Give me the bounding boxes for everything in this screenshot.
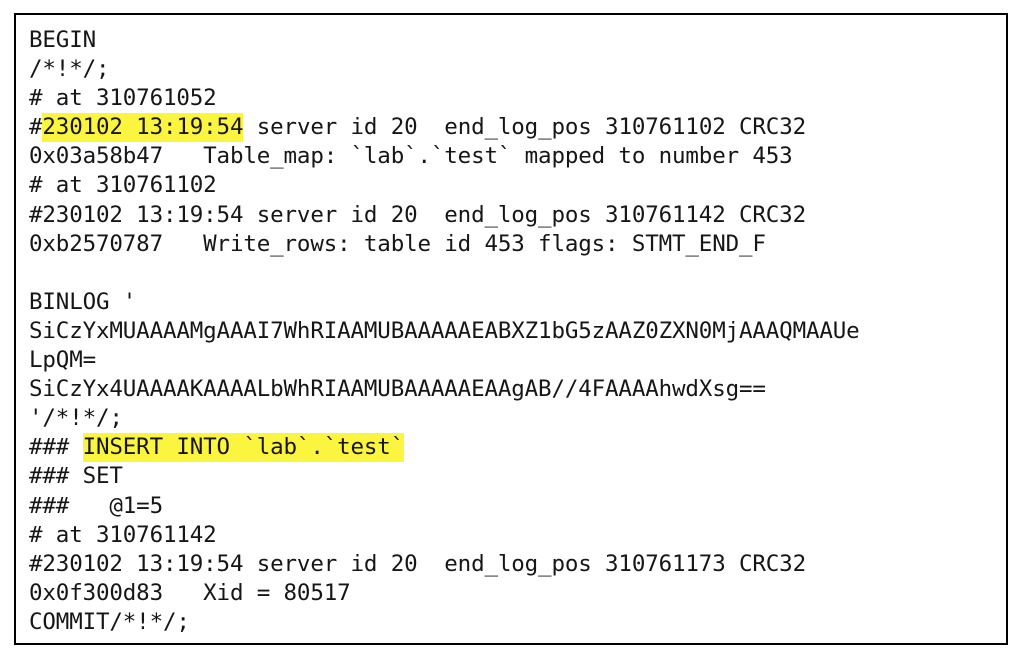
line-col-1-text: ### @1=5 <box>29 492 163 519</box>
line-delimiter-1-text: /*!*/; <box>29 56 110 83</box>
line-base64-3: SiCzYx4UAAAAKAAAALbWhRIAAMUBAAAAAEAAgAB/… <box>29 375 1004 404</box>
line-begin: BEGIN <box>29 26 1004 55</box>
binlog-text-body: BEGIN/*!*/;# at 310761052#230102 13:19:5… <box>29 26 1004 641</box>
binlog-output-frame: BEGIN/*!*/;# at 310761052#230102 13:19:5… <box>14 13 1008 645</box>
line-event-header-1-suffix: server id 20 end_log_pos 310761102 CRC32 <box>243 114 806 141</box>
line-insert-prefix: ### <box>29 434 83 461</box>
line-event-header-1-highlight: 230102 13:19:54 <box>42 113 244 143</box>
line-event-header-3: #230102 13:19:54 server id 20 end_log_po… <box>29 550 1004 579</box>
line-xid: 0x0f300d83 Xid = 80517 <box>29 579 1004 608</box>
line-table-map-text: 0x03a58b47 Table_map: `lab`.`test` mappe… <box>29 143 793 170</box>
line-table-map: 0x03a58b47 Table_map: `lab`.`test` mappe… <box>29 142 1004 171</box>
line-at-310761142-text: # at 310761142 <box>29 521 217 548</box>
line-event-header-1-prefix: # <box>29 114 43 141</box>
line-at-310761102-text: # at 310761102 <box>29 172 217 199</box>
line-blank-1 <box>29 259 1004 288</box>
line-begin-text: BEGIN <box>29 27 96 53</box>
line-col-1: ### @1=5 <box>29 492 1004 521</box>
line-delimiter-1: /*!*/; <box>29 55 1004 84</box>
line-commit-text: COMMIT/*!*/; <box>29 608 190 635</box>
line-event-header-1: #230102 13:19:54 server id 20 end_log_po… <box>29 113 1004 143</box>
line-at-310761102: # at 310761102 <box>29 171 1004 200</box>
line-insert: ### INSERT INTO `lab`.`test` <box>29 433 1004 463</box>
line-set-text: ### SET <box>29 463 123 490</box>
line-set: ### SET <box>29 462 1004 491</box>
line-insert-highlight: INSERT INTO `lab`.`test` <box>82 433 405 463</box>
line-base64-1: SiCzYxMUAAAAMgAAAI7WhRIAAMUBAAAAAEABXZ1b… <box>29 317 1004 346</box>
line-write-rows-text: 0xb2570787 Write_rows: table id 453 flag… <box>29 230 766 257</box>
line-write-rows: 0xb2570787 Write_rows: table id 453 flag… <box>29 230 1004 259</box>
line-base64-1-text: SiCzYxMUAAAAMgAAAI7WhRIAAMUBAAAAAEABXZ1b… <box>29 317 860 344</box>
line-binlog-end-text: '/*!*/; <box>29 405 123 432</box>
line-binlog-start-text: BINLOG ' <box>29 288 137 315</box>
line-at-310761142: # at 310761142 <box>29 521 1004 550</box>
line-base64-2-text: LpQM= <box>29 347 96 374</box>
line-event-header-2-text: #230102 13:19:54 server id 20 end_log_po… <box>29 201 806 228</box>
line-base64-2: LpQM= <box>29 346 1004 375</box>
line-at-310761052-text: # at 310761052 <box>29 85 217 112</box>
line-xid-text: 0x0f300d83 Xid = 80517 <box>29 579 351 606</box>
line-at-310761052: # at 310761052 <box>29 84 1004 113</box>
line-binlog-start: BINLOG ' <box>29 288 1004 317</box>
line-binlog-end: '/*!*/; <box>29 404 1004 433</box>
line-base64-3-text: SiCzYx4UAAAAKAAAALbWhRIAAMUBAAAAAEAAgAB/… <box>29 376 766 403</box>
line-event-header-2: #230102 13:19:54 server id 20 end_log_po… <box>29 201 1004 230</box>
line-commit: COMMIT/*!*/; <box>29 608 1004 637</box>
line-event-header-3-text: #230102 13:19:54 server id 20 end_log_po… <box>29 550 806 577</box>
